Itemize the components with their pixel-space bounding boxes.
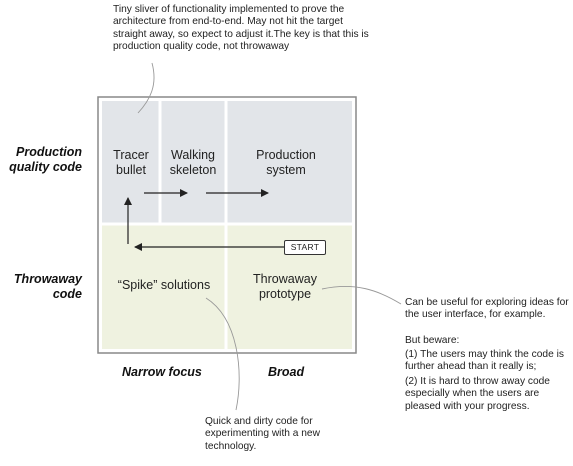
- start-badge: START: [284, 240, 326, 255]
- beware-point-2: (2) It is hard to throw away code especi…: [405, 376, 550, 412]
- diagram-frame: [97, 96, 357, 354]
- top-callout-leader: [137, 62, 155, 114]
- prototype-callout: Can be useful for exploring ideas for th…: [405, 297, 569, 321]
- beware-point-1: (1) The users may think the code is furt…: [405, 349, 564, 373]
- beware-heading: But beware:: [405, 335, 460, 346]
- spike-callout: Quick and dirty code for experimenting w…: [205, 416, 320, 452]
- throwaway-prototype-label: Throwaway prototype: [253, 272, 317, 301]
- tracer-bullet-callout: Tiny sliver of functionality implemented…: [113, 4, 369, 52]
- row-label-production: Production quality code: [9, 145, 82, 174]
- row-label-throwaway: Throwaway code: [13, 272, 82, 301]
- spike-callout-leader: [205, 297, 240, 411]
- production-system-label: Production system: [256, 148, 316, 177]
- col-label-narrow: Narrow focus: [122, 365, 202, 379]
- tracer-bullet-label: Tracer bullet: [113, 148, 149, 177]
- col-label-broad: Broad: [268, 365, 305, 379]
- walking-skeleton-label: Walking skeleton: [169, 148, 217, 177]
- prototype-callout-leader: [321, 286, 402, 305]
- spike-solutions-label: “Spike” solutions: [117, 278, 211, 292]
